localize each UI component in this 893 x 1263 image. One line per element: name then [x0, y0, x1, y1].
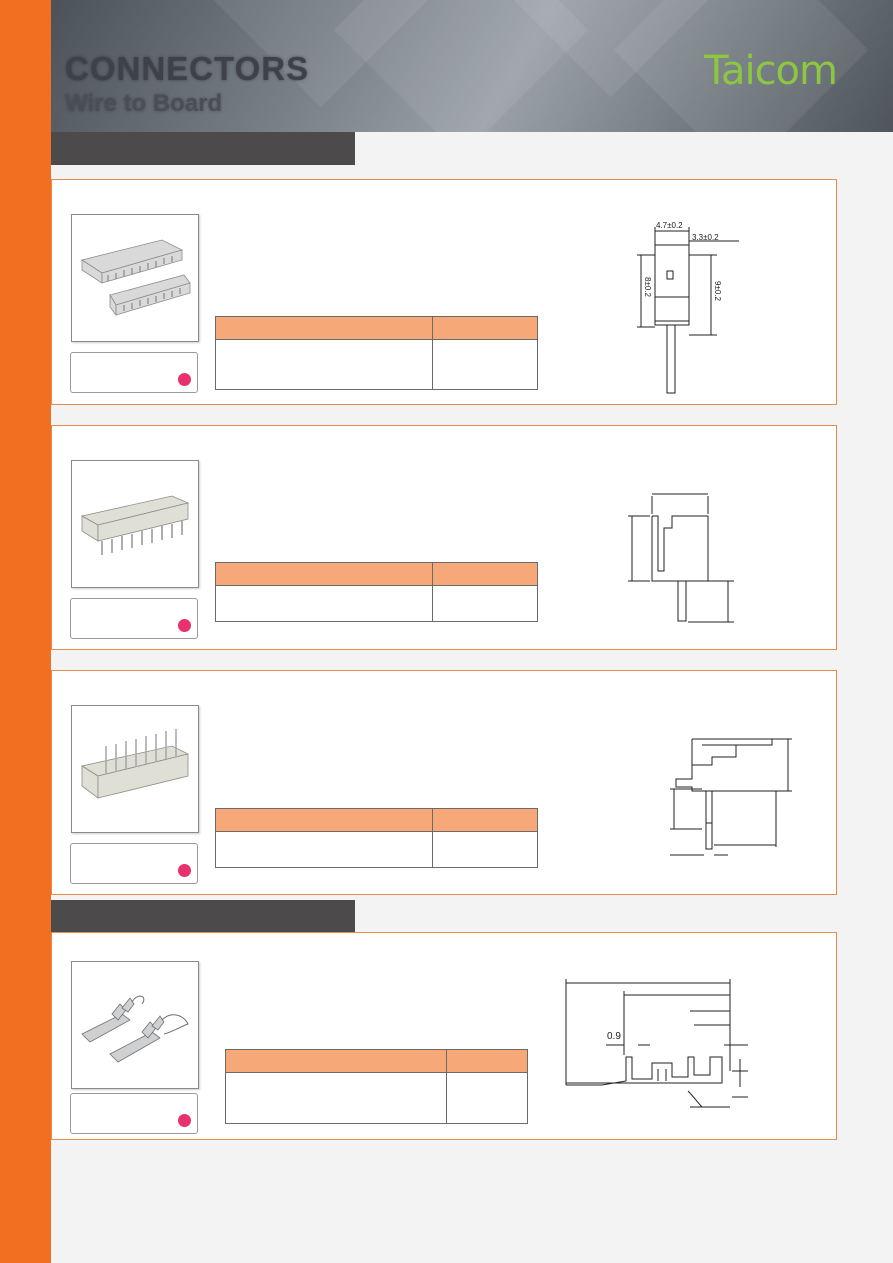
spec-value-cell	[215, 831, 433, 868]
dimension-label: 4.7±0.2	[656, 221, 683, 230]
right-angle-header-icon	[80, 729, 190, 799]
status-dot	[178, 373, 191, 386]
spec-value-cell	[215, 339, 433, 390]
side-accent-bar	[0, 0, 51, 1263]
product-panel	[51, 425, 837, 650]
spec-table	[215, 808, 538, 868]
spec-value-cell	[432, 585, 538, 622]
section-bar	[51, 132, 355, 165]
spec-value-cell	[432, 339, 538, 390]
dimension-label: 8±0.2	[643, 277, 652, 298]
spec-header-cell	[432, 808, 538, 832]
product-panel: 0.9	[51, 932, 837, 1140]
page-header: CONNECTORS Wire to Board Taicom	[51, 0, 893, 132]
product-image	[71, 705, 199, 833]
crimp-terminal-icon	[81, 995, 189, 1063]
page-title: CONNECTORS	[65, 50, 310, 87]
spec-value-cell	[446, 1072, 528, 1124]
product-tag[interactable]	[70, 843, 198, 884]
taicom-logo: Taicom	[704, 48, 838, 94]
dimension-drawing: 0.9	[565, 979, 748, 1108]
spec-header-cell	[432, 562, 538, 586]
product-tag[interactable]	[70, 598, 198, 639]
spec-header-cell	[432, 316, 538, 340]
status-dot	[178, 864, 191, 877]
dimension-drawing: 4.7±0.2 3.3±0.2 8±0.2 9±0.2	[637, 221, 739, 394]
status-dot	[178, 1114, 191, 1127]
spec-header-cell	[215, 316, 433, 340]
spec-value-cell	[225, 1072, 447, 1124]
spec-header-cell	[225, 1049, 447, 1073]
dimension-label: 0.9	[607, 1031, 621, 1042]
product-image	[71, 961, 199, 1089]
product-image	[71, 214, 199, 342]
dimension-label: 3.3±0.2	[692, 233, 719, 242]
section-bar	[51, 900, 355, 933]
product-panel	[51, 670, 837, 895]
dimension-label: 9±0.2	[713, 281, 722, 302]
straight-header-icon	[80, 495, 190, 555]
page-subtitle: Wire to Board	[65, 90, 223, 117]
spec-value-cell	[215, 585, 433, 622]
product-panel: 4.7±0.2 3.3±0.2 8±0.2 9±0.2	[51, 179, 837, 405]
product-tag[interactable]	[70, 1093, 198, 1134]
product-tag[interactable]	[70, 352, 198, 393]
spec-value-cell	[432, 831, 538, 868]
spec-header-cell	[446, 1049, 528, 1073]
spec-header-cell	[215, 808, 433, 832]
status-dot	[178, 619, 191, 632]
dimension-drawing	[628, 493, 734, 623]
spec-table	[215, 562, 538, 622]
spec-table	[225, 1049, 528, 1124]
spec-table	[215, 316, 538, 390]
product-image	[71, 460, 199, 588]
housing-connector-icon	[81, 239, 191, 317]
spec-header-cell	[215, 562, 433, 586]
dimension-drawing	[670, 738, 792, 856]
